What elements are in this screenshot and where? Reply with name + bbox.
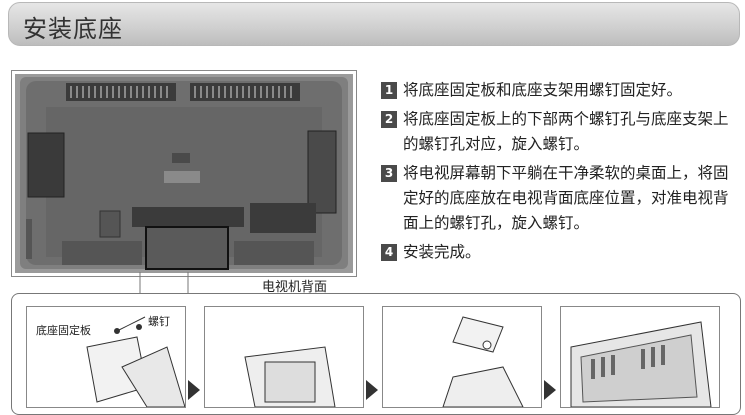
arrow-icon	[366, 380, 378, 400]
step-3: 3 将电视屏幕朝下平躺在干净柔软的桌面上，将固定好的底座放在电视背面底座位置，对…	[381, 161, 741, 236]
step-number: 4	[381, 244, 397, 261]
stand-plate-drawing	[86, 316, 185, 407]
panel-step-4	[560, 306, 720, 408]
tv-back-figure	[11, 70, 357, 277]
figure-caption: 电视机背面	[262, 280, 328, 295]
label-screw: 螺钉	[148, 315, 170, 328]
steps-list: 1 将底座固定板和底座支架用螺钉固定好。 2 将底座固定板上的下部两个螺钉孔与底…	[381, 78, 741, 269]
arrow-icon	[188, 380, 200, 400]
stand-attach-drawing	[442, 316, 524, 407]
callout-connector	[139, 272, 189, 293]
step-text: 将电视屏幕朝下平躺在干净柔软的桌面上，将固定好的底座放在电视背面底座位置，对准电…	[403, 164, 729, 232]
stand-bracket-drawing	[244, 346, 336, 407]
panel-step-2	[204, 306, 364, 408]
step-number: 1	[381, 82, 397, 99]
section-title: 安装底座	[23, 15, 123, 43]
step-number: 2	[381, 111, 397, 128]
step-4: 4 安装完成。	[381, 240, 741, 265]
step-text: 将底座固定板上的下部两个螺钉孔与底座支架上的螺钉孔对应，旋入螺钉。	[403, 110, 729, 153]
step-text: 安装完成。	[403, 243, 481, 261]
section-header: 安装底座	[8, 2, 740, 46]
step-1: 1 将底座固定板和底座支架用螺钉固定好。	[381, 78, 741, 103]
panel-step-1	[26, 306, 186, 408]
label-stand-plate: 底座固定板	[36, 324, 91, 337]
step-2: 2 将底座固定板上的下部两个螺钉孔与底座支架上的螺钉孔对应，旋入螺钉。	[381, 107, 741, 157]
step-number: 3	[381, 165, 397, 182]
arrow-icon	[544, 380, 556, 400]
tv-installed-drawing	[570, 321, 712, 407]
panel-step-3	[382, 306, 542, 408]
step-text: 将底座固定板和底座支架用螺钉固定好。	[403, 81, 683, 99]
tv-back-illustration	[15, 74, 353, 273]
